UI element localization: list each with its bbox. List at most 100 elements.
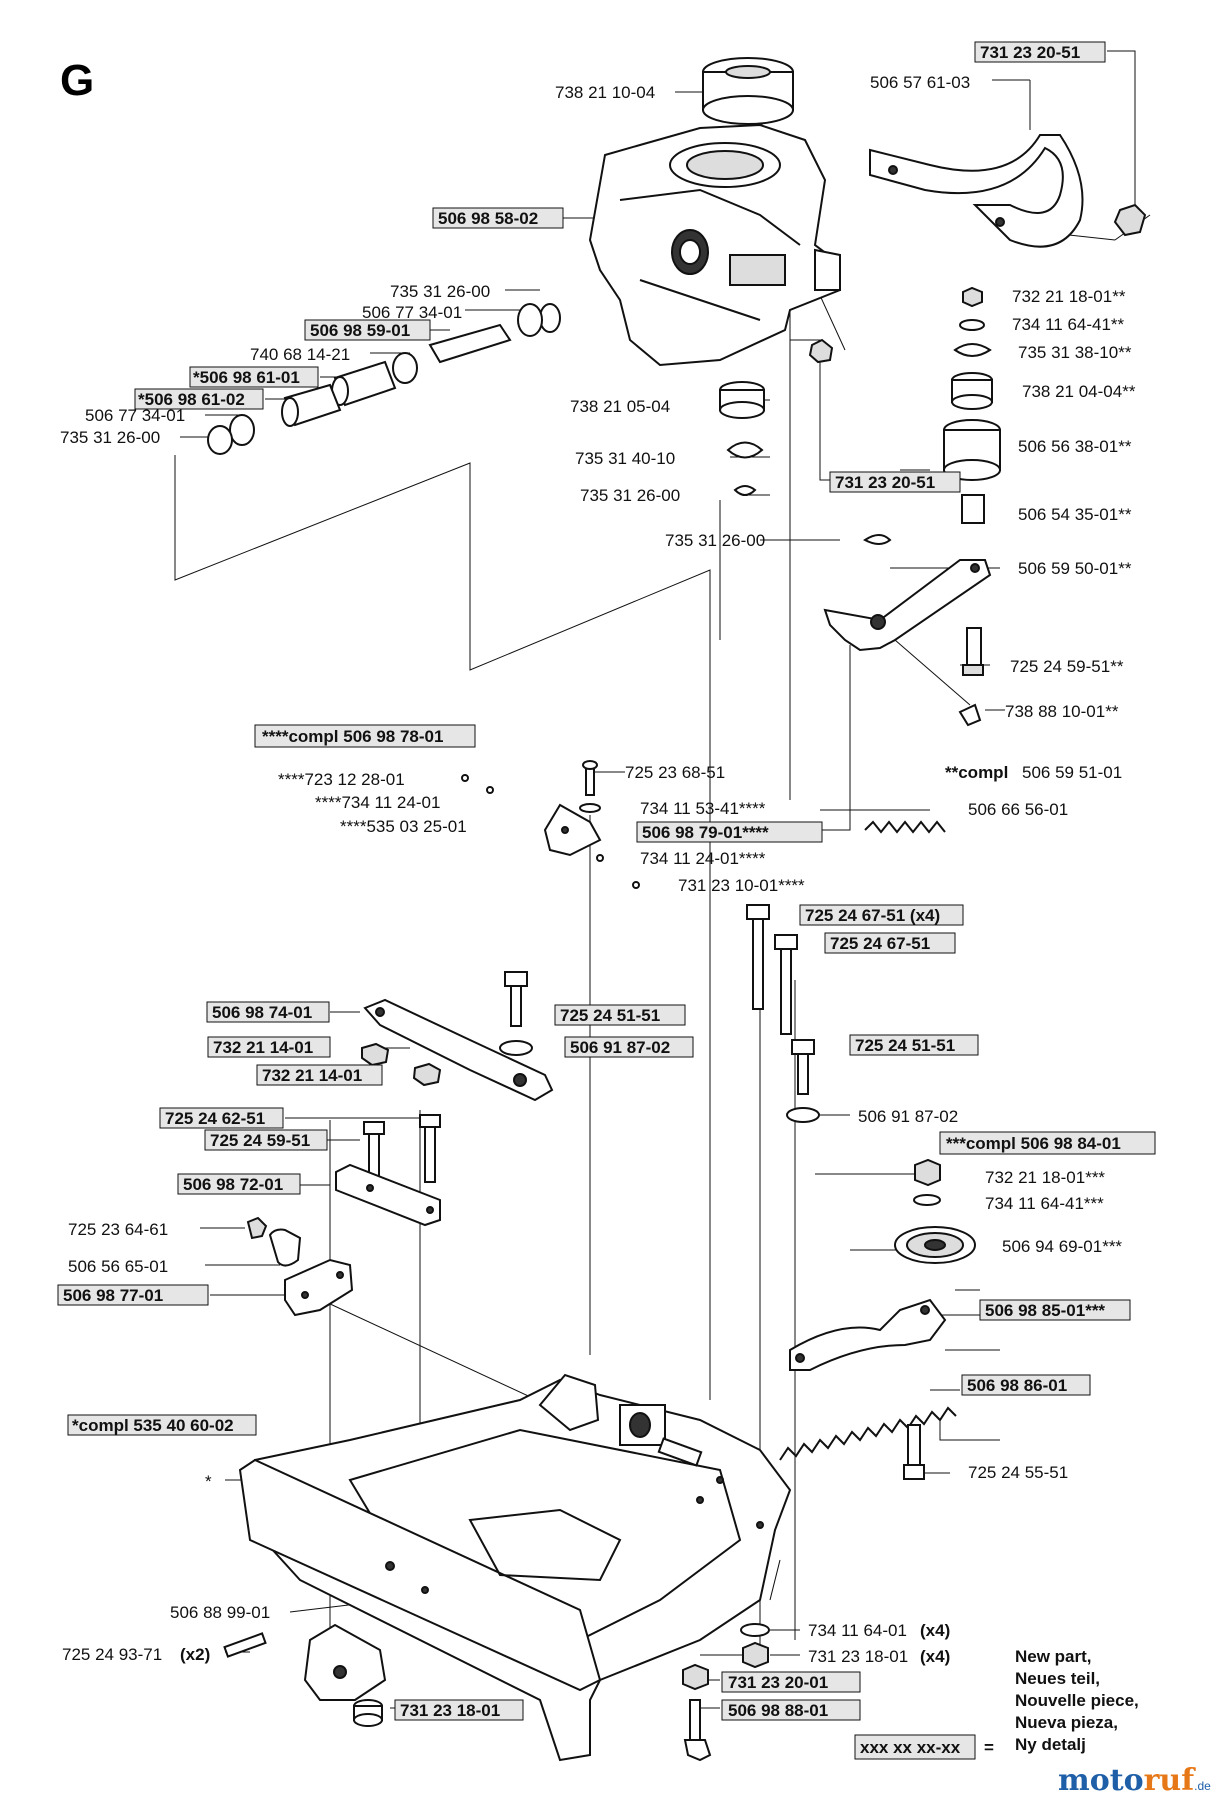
callout-label: 506 91 87-02 xyxy=(858,1107,958,1126)
callout-label: 734 11 64-41** xyxy=(1012,315,1125,334)
callout-label: 725 24 51-51 xyxy=(855,1036,955,1055)
mounting-strap xyxy=(869,134,1147,248)
callout-label: 731 23 20-51 xyxy=(835,473,935,492)
callout-label: 734 11 24-01**** xyxy=(640,849,766,868)
callout-label: ****compl 506 98 78-01 xyxy=(262,727,443,746)
right-pivot-stack xyxy=(863,286,1001,545)
callout-label: 506 98 77-01 xyxy=(63,1286,163,1305)
callout-label: 506 98 58-02 xyxy=(438,209,538,228)
callout-label: 506 98 59-01 xyxy=(310,321,410,340)
callout-label: 725 24 62-51 xyxy=(165,1109,265,1128)
callout-label: 506 98 74-01 xyxy=(212,1003,312,1022)
callout-label: 506 56 38-01** xyxy=(1018,437,1132,456)
foot-bracket xyxy=(223,1623,387,1727)
tension-spring xyxy=(779,1406,957,1480)
mid-right-bolt xyxy=(786,1039,820,1123)
return-spring xyxy=(864,820,946,834)
small-bracket-assembly xyxy=(461,760,640,889)
callout-label: 506 91 87-02 xyxy=(570,1038,670,1057)
callout-label: **compl xyxy=(945,763,1008,782)
callout-label: 735 31 40-10 xyxy=(575,449,675,468)
callout-label: 506 57 61-03 xyxy=(870,73,970,92)
long-bolts xyxy=(746,904,798,1035)
callout-label: 506 54 35-01** xyxy=(1018,505,1132,524)
base-frame xyxy=(238,1373,792,1762)
callout-label: 506 98 88-01 xyxy=(728,1701,828,1720)
callout-label: *506 98 61-02 xyxy=(138,390,245,409)
pivot-lever xyxy=(823,559,992,727)
callout-label: 731 23 18-01 xyxy=(808,1647,908,1666)
callout-label: 725 23 64-61 xyxy=(68,1220,168,1239)
callout-label: ***compl 506 98 84-01 xyxy=(946,1134,1121,1153)
callout-label: 734 11 64-41*** xyxy=(985,1194,1104,1213)
callout-label: 731 23 20-51 xyxy=(980,43,1080,62)
callout-label: 732 21 18-01** xyxy=(1012,287,1126,306)
callout-label: 735 31 26-00 xyxy=(580,486,680,505)
callout-label: 725 23 68-51 xyxy=(625,763,725,782)
shaft-assembly xyxy=(207,303,561,455)
callout-label: 506 98 85-01*** xyxy=(985,1301,1105,1320)
section-letter: G xyxy=(60,56,94,105)
callout-label: 506 94 69-01*** xyxy=(1002,1237,1122,1256)
callout-label: (x4) xyxy=(920,1647,950,1666)
callout-label: 506 77 34-01 xyxy=(362,303,462,322)
callout-label: ****535 03 25-01 xyxy=(340,817,467,836)
callout-label: 738 21 10-04 xyxy=(555,83,655,102)
callout-label: 725 24 59-51 xyxy=(210,1131,310,1150)
spacer-block xyxy=(335,1114,441,1227)
callout-label: 732 21 18-01*** xyxy=(985,1168,1105,1187)
cable-clamp-bracket xyxy=(246,1216,354,1317)
callout-label: *compl 535 40 60-02 xyxy=(72,1416,234,1435)
legend-line: Ny detalj xyxy=(1015,1735,1086,1754)
callout-label: 734 11 53-41**** xyxy=(640,799,766,818)
callout-label: 506 98 79-01**** xyxy=(642,823,769,842)
callout-label: ****723 12 28-01 xyxy=(278,770,405,789)
callout-label: 506 59 50-01** xyxy=(1018,559,1132,578)
new-part-legend: xxx xx xx-xx = New part, Neues teil, Nou… xyxy=(854,1647,1139,1760)
callout-label: 725 24 59-51** xyxy=(1010,657,1124,676)
idler-arm xyxy=(789,1298,947,1371)
callout-label: 738 21 04-04** xyxy=(1022,382,1136,401)
callout-label: 506 98 86-01 xyxy=(967,1376,1067,1395)
callout-label: 732 21 14-01 xyxy=(213,1038,313,1057)
callout-label: 735 31 26-00 xyxy=(60,428,160,447)
link-bar xyxy=(361,971,554,1102)
legend-symbol: xxx xx xx-xx xyxy=(860,1738,961,1757)
callouts: 731 23 20-51 506 57 61-03 738 21 10-04 5… xyxy=(57,41,1156,1721)
legend-equals: = xyxy=(984,1738,994,1757)
legend-line: Neues teil, xyxy=(1015,1669,1100,1688)
callout-label: 735 31 26-00 xyxy=(665,531,765,550)
legend-line: Nouvelle piece, xyxy=(1015,1691,1139,1710)
callout-label: (x4) xyxy=(920,1621,950,1640)
callout-label: 725 24 51-51 xyxy=(560,1006,660,1025)
pulley-stack xyxy=(894,1158,976,1264)
callout-label: * xyxy=(205,1472,212,1491)
callout-label: 506 56 65-01 xyxy=(68,1257,168,1276)
callout-label: 735 31 26-00 xyxy=(390,282,490,301)
legend-line: Nueva pieza, xyxy=(1015,1713,1118,1732)
callout-label: 506 88 99-01 xyxy=(170,1603,270,1622)
callout-label: 725 24 93-71 xyxy=(62,1645,162,1664)
brand-text: motoruf.de xyxy=(1058,1763,1211,1798)
callout-label: 740 68 14-21 xyxy=(250,345,350,364)
callout-label: 506 98 72-01 xyxy=(183,1175,283,1194)
callout-label: 506 66 56-01 xyxy=(968,800,1068,819)
brand-logo[interactable]: motoruf.de xyxy=(1058,1763,1211,1798)
bottom-nut-stack xyxy=(682,1623,770,1762)
callout-label: ****734 11 24-01 xyxy=(315,793,440,812)
callout-label: 732 21 14-01 xyxy=(262,1066,362,1085)
callout-label: 725 24 67-51 (x4) xyxy=(805,906,940,925)
callout-label: 735 31 38-10** xyxy=(1018,343,1132,362)
callout-label: 738 88 10-01** xyxy=(1005,702,1119,721)
callout-label: 731 23 10-01**** xyxy=(678,876,805,895)
callout-label: 738 21 05-04 xyxy=(570,397,670,416)
callout-label: 506 59 51-01 xyxy=(1022,763,1122,782)
housing-lower-parts xyxy=(719,338,834,496)
callout-label: 731 23 18-01 xyxy=(400,1701,500,1720)
callout-label: 734 11 64-01 xyxy=(808,1621,907,1640)
callout-label: 506 77 34-01 xyxy=(85,406,185,425)
gear-housing xyxy=(588,123,842,367)
legend-line: New part, xyxy=(1015,1647,1092,1666)
parts-drawing xyxy=(207,57,1147,1762)
